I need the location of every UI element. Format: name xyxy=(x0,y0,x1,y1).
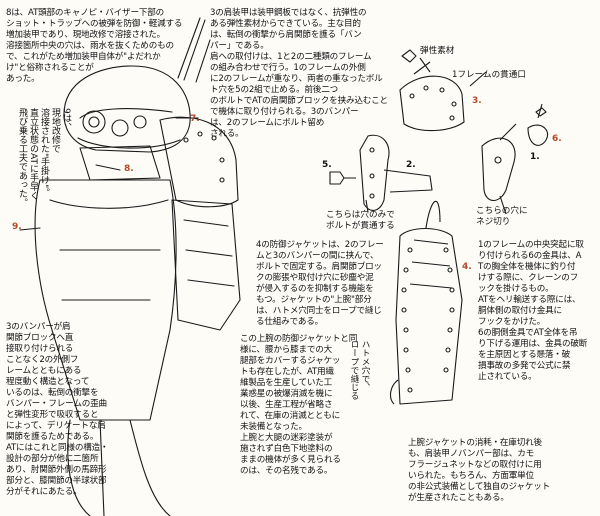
part-6-fitting xyxy=(527,103,548,146)
antenna-lines xyxy=(177,17,211,83)
label-screw-hole: こちらの穴に ネジ切り xyxy=(476,206,528,227)
number-1: 1. xyxy=(530,152,540,162)
number-9: 9. xyxy=(12,222,22,232)
number-7: 7. xyxy=(190,114,200,124)
part-1-frame xyxy=(481,137,516,202)
number-2: 2. xyxy=(406,160,416,170)
number-8: 8. xyxy=(124,164,134,174)
arm-jacket-figure xyxy=(171,199,241,331)
part-5-bolt xyxy=(329,171,356,185)
note-shoulder-armor: 3の肩装甲は装甲鋼板ではなく、抗弾性の ある弾性素材からできている。主な目的 は… xyxy=(210,8,388,139)
label-grommet: ハトメ穴で、 ロープで縫じる xyxy=(349,340,370,401)
note-handhold: 9は、 現地改修で 溶接された"手掛け"。 直立状態のATに手早く 飛び乗る工夫… xyxy=(17,108,71,207)
torso xyxy=(34,179,177,421)
number-5: 5. xyxy=(322,160,332,170)
legs xyxy=(67,419,171,516)
part-4-jacket xyxy=(395,227,463,405)
label-hole-only: こちらは穴のみで ボルトが貫通する xyxy=(326,210,395,231)
note-bumper-structure: 3のバンパーが肩 関節ブロックへ直 接取り付けられる ことなく2の外側フ レーム… xyxy=(6,322,109,497)
note-defense-jacket: 4の防御ジャケットは、2のフレー ムと3のバンパーの間に挟んで、 ボルトで固定す… xyxy=(256,240,384,327)
note-chin-armor: 8は、AT頭部のキャノピ・バイザー下部の ショット・トラップへの被弾を防御・軽減… xyxy=(6,8,183,84)
number-6: 6. xyxy=(552,134,562,144)
note-fitting-6: 1のフレームの中央突起に取 り付けられる6の金具は、A Tの胸全体を機体に釣り付… xyxy=(478,240,588,382)
number-4: 4. xyxy=(462,262,472,272)
grommet-holes xyxy=(401,247,455,393)
note-jacket-depletion: 上腕ジャケットの消耗・在庫切れ後 も、肩装甲ノバンパー部は、カモ フラージュネッ… xyxy=(408,438,551,503)
label-frame-hole: 1フレームの貫通口 xyxy=(452,70,526,80)
chin-armor xyxy=(79,145,161,181)
note-arm-jacket: この上腕の防御ジャケットと同 様に、腰から膝までの大 腿部をカバーするジャケッ … xyxy=(240,334,358,476)
label-elastic-material: 弾性素材 xyxy=(420,46,455,56)
part-2-frame xyxy=(359,134,390,211)
number-3: 3. xyxy=(472,96,482,106)
part-3-bumper xyxy=(399,75,465,132)
visor-lenses xyxy=(82,110,147,137)
